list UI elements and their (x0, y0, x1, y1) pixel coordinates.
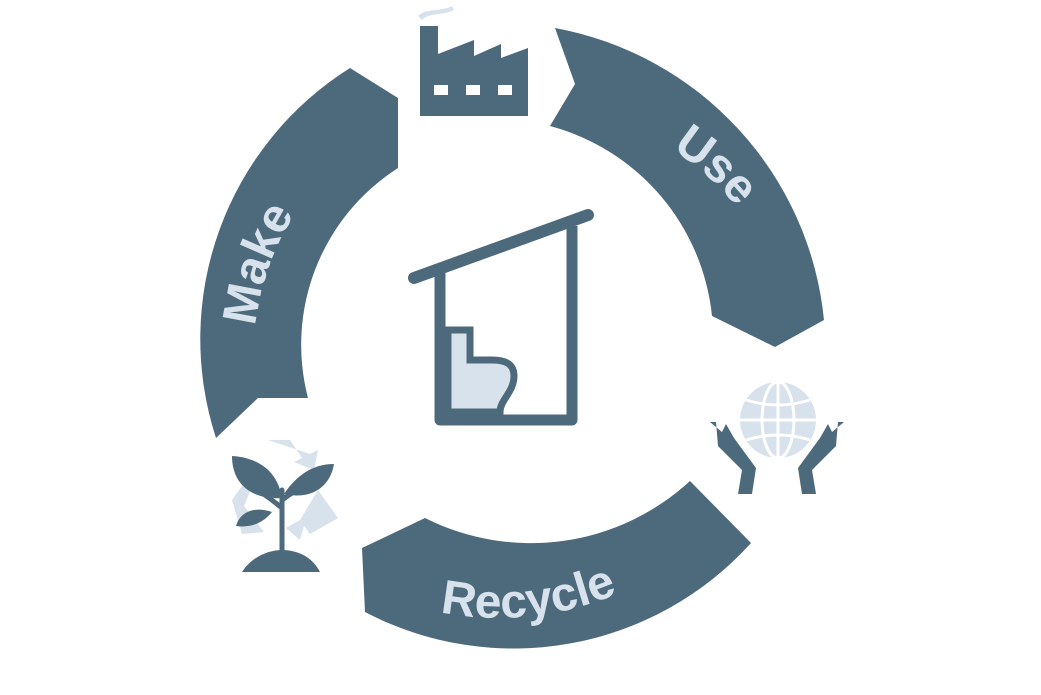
shed-with-bin-icon (408, 209, 594, 426)
recycle-segment: Recycle (362, 481, 751, 649)
use-segment: Use (550, 28, 824, 347)
plant-recycle-icon (232, 440, 338, 572)
make-segment: Make (200, 68, 398, 438)
globe-in-hands-icon (710, 380, 844, 494)
factory-icon (418, 6, 528, 116)
